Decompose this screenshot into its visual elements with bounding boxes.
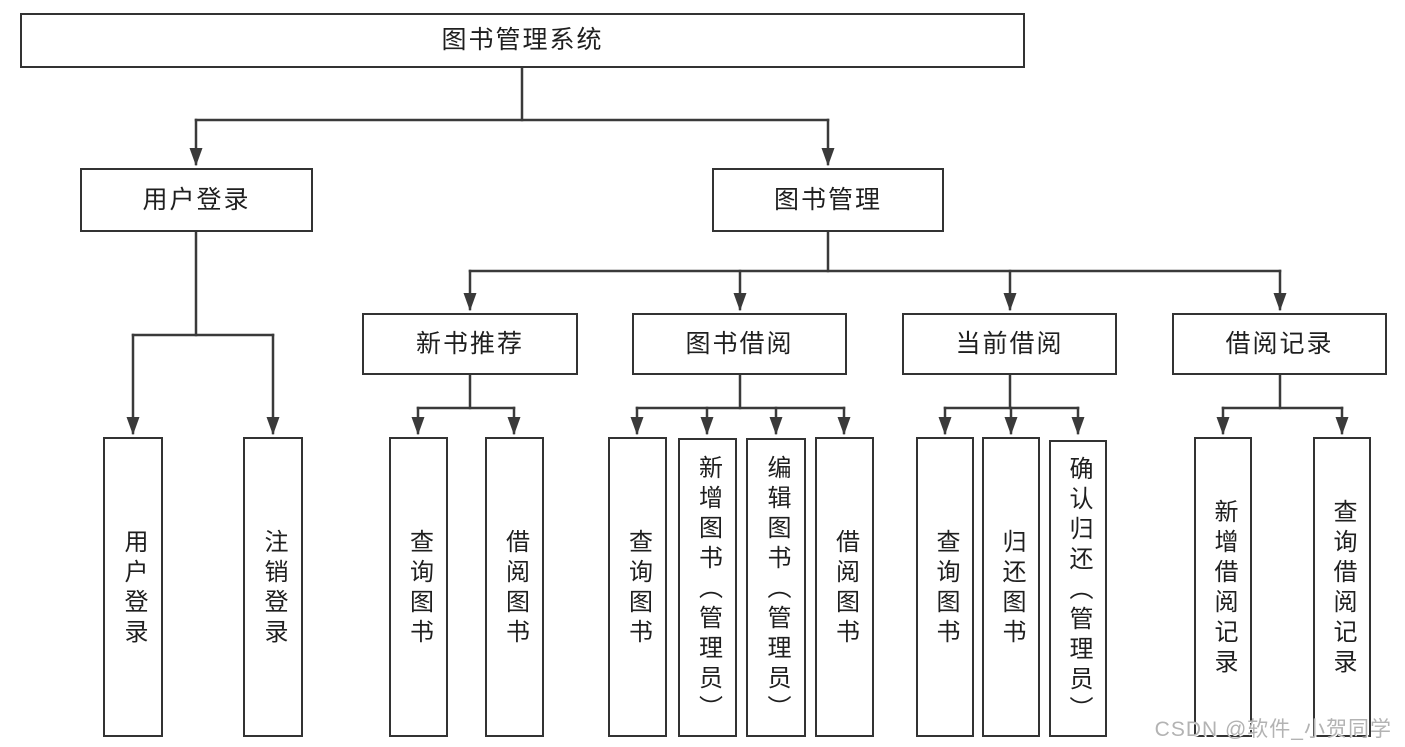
leaf-nbr-query-books: 查询图书: [389, 437, 448, 737]
leaf-bb-query-books: 查询图书: [608, 437, 667, 737]
node-new-book-recommendation: 新书推荐: [362, 313, 578, 375]
node-book-management: 图书管理: [712, 168, 944, 232]
leaf-bb-borrow-books: 借阅图书: [815, 437, 874, 737]
node-current-borrowing: 当前借阅: [902, 313, 1117, 375]
leaf-user-login: 用户登录: [103, 437, 163, 737]
csdn-watermark: CSDN @软件_小贺同学: [1154, 718, 1392, 741]
node-borrowing-records: 借阅记录: [1172, 313, 1387, 375]
leaf-logout: 注销登录: [243, 437, 303, 737]
leaf-br-query-record: 查询借阅记录: [1313, 437, 1371, 737]
node-book-borrowing: 图书借阅: [632, 313, 847, 375]
leaf-cb-confirm-return-admin: 确认归还（管理员）: [1049, 440, 1107, 737]
leaf-nbr-borrow-books: 借阅图书: [485, 437, 544, 737]
leaf-cb-return-books: 归还图书: [982, 437, 1040, 737]
leaf-br-add-record: 新增借阅记录: [1194, 437, 1252, 737]
leaf-bb-edit-books-admin: 编辑图书（管理员）: [746, 438, 806, 737]
leaf-cb-query-books: 查询图书: [916, 437, 974, 737]
leaf-bb-add-books-admin: 新增图书（管理员）: [678, 438, 737, 737]
node-user-login: 用户登录: [80, 168, 313, 232]
node-root: 图书管理系统: [20, 13, 1025, 68]
